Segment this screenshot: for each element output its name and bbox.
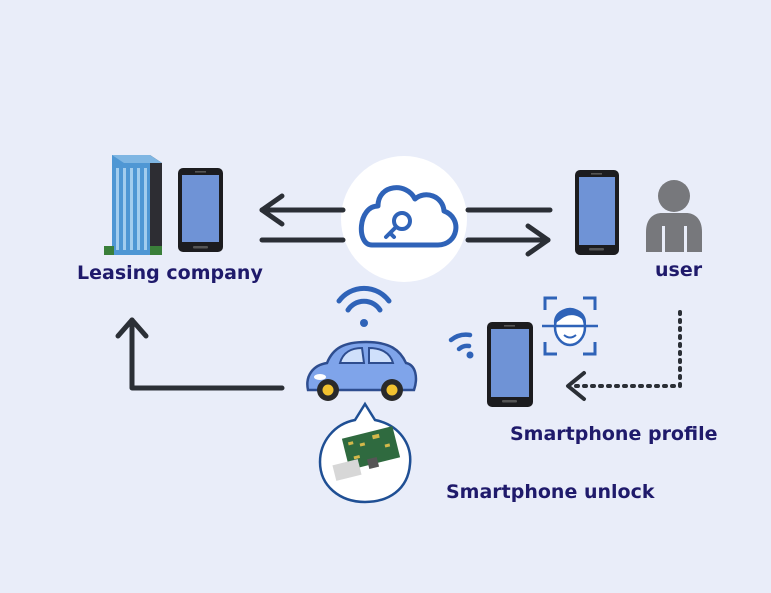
leasing-phone-icon [178,168,223,252]
cloud-key-icon [341,156,467,282]
smartphone-profile-label: Smartphone profile [510,423,718,445]
user-label: user [655,259,703,281]
face-scan-icon [542,296,598,356]
wifi-icon [448,332,474,359]
user-icon [646,180,702,252]
arrow-car-to-leasing [115,317,285,391]
arrow-to-leasing [259,193,553,227]
user-phone-icon [575,170,619,255]
leasing-company-label: Leasing company [77,262,263,284]
smartphone-unlock-label: Smartphone unlock [446,481,655,503]
arrow-to-user [259,223,551,257]
circuit-board-icon [318,401,412,504]
profile-phone-icon [487,322,533,407]
dotted-arrow-user-to-profile [566,310,682,401]
wifi-icon [336,285,392,327]
office-building-icon [104,155,162,255]
car-icon [306,340,418,401]
